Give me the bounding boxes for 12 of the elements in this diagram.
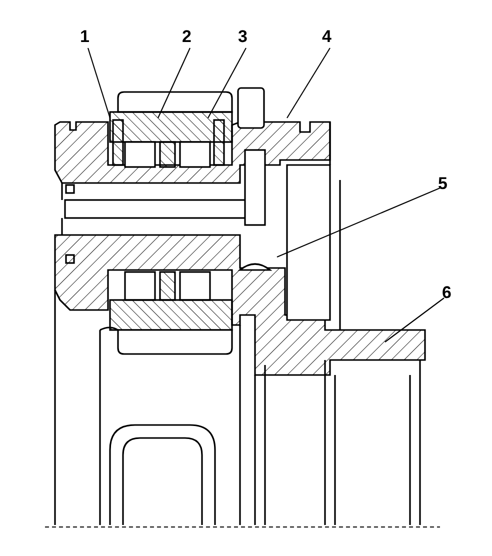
callout-number: 3 [238,28,248,46]
leader-line [208,48,246,118]
leader-line [286,48,330,118]
leader-line [87,48,111,118]
leader-line [276,188,440,258]
leader-line [158,48,190,118]
callout-number: 4 [322,28,332,46]
leader-line [384,298,444,342]
callout-number: 6 [442,284,452,302]
callout-number: 5 [438,175,448,193]
callout-number: 1 [80,28,90,46]
callout-number: 2 [182,28,192,46]
